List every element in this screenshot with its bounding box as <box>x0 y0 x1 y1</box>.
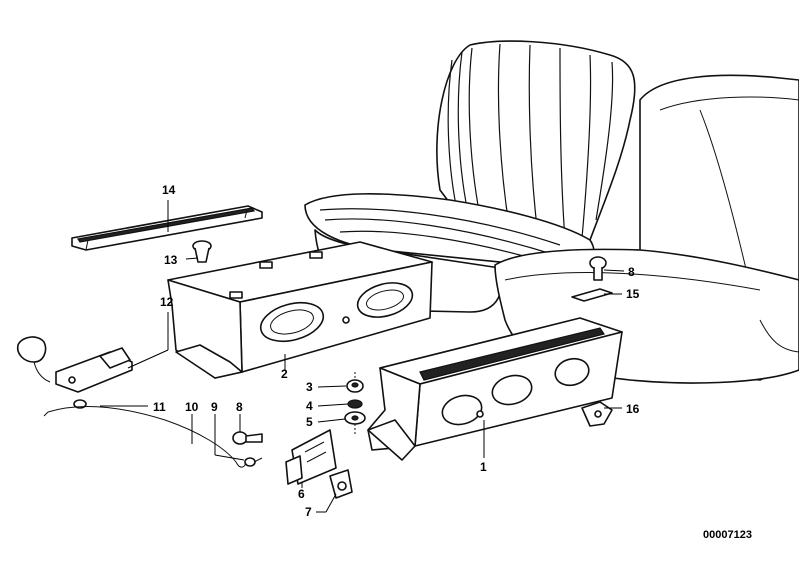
part-7-clamp <box>329 469 353 499</box>
part-4-washer <box>347 399 363 409</box>
label-16: 16 <box>626 402 640 416</box>
label-10: 10 <box>185 400 199 414</box>
label-13: 13 <box>164 253 178 267</box>
part-16-clip <box>581 401 613 427</box>
label-11: 11 <box>153 400 166 414</box>
label-15: 15 <box>626 287 640 301</box>
label-2: 2 <box>281 367 288 381</box>
part-number-labels: 14 13 12 2 3 4 5 11 10 9 8 6 7 1 8 15 16 <box>153 183 640 519</box>
part-8-bolt <box>232 431 263 445</box>
label-9: 9 <box>211 400 218 414</box>
drawing-code: 00007123 <box>703 529 752 541</box>
part-3-nut <box>346 379 364 393</box>
part-12-release-lever <box>16 336 133 393</box>
part-14-cover-rail <box>71 205 263 251</box>
part-9-bolt <box>244 457 263 467</box>
part-10-cable <box>43 405 247 468</box>
leader-lines <box>100 200 625 513</box>
label-7: 7 <box>305 505 312 519</box>
part-8-bolt-upper <box>589 256 607 281</box>
part-11-nut <box>73 399 87 409</box>
label-12: 12 <box>160 295 174 309</box>
part-1-seat-rail-housing <box>367 317 623 461</box>
part-6-bracket <box>285 429 337 485</box>
label-4: 4 <box>306 399 313 413</box>
part-15-plate <box>571 288 613 302</box>
part-2-seat-rail-housing <box>167 241 433 379</box>
label-8: 8 <box>236 400 243 414</box>
label-5: 5 <box>306 415 313 429</box>
label-3: 3 <box>306 380 313 394</box>
label-8-upper: 8 <box>628 265 635 279</box>
label-1: 1 <box>480 460 487 474</box>
label-14: 14 <box>162 183 176 197</box>
label-6: 6 <box>298 487 305 501</box>
part-13-clip <box>192 240 212 263</box>
part-5-washer <box>344 411 366 425</box>
